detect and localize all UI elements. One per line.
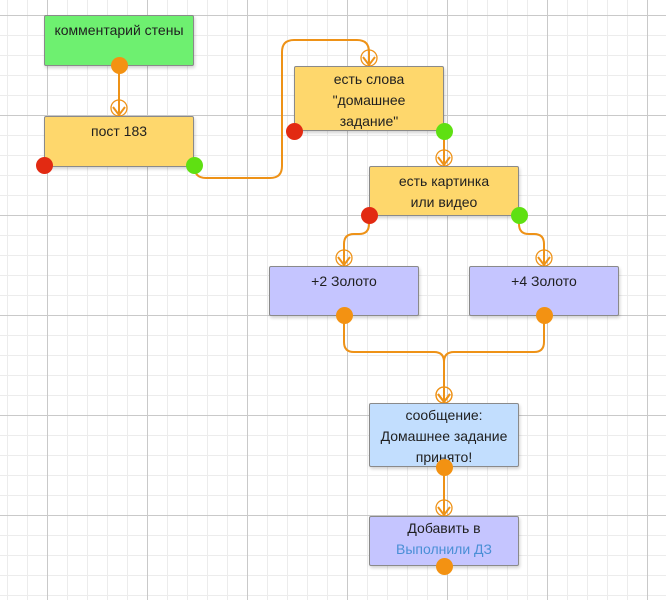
node-message-line2: Домашнее задание [380,428,508,444]
port-yes-has-picture[interactable] [510,206,528,224]
node-post-183[interactable]: пост 183 [44,116,194,167]
connector-gold2-to-message [343,315,445,400]
port-out-add-to[interactable] [435,557,453,575]
node-has-picture-line1: есть картинка [398,173,490,189]
arrowhead-icon [537,256,551,267]
arrowhead-icon [437,506,451,517]
port-out-gold-4[interactable] [535,306,553,324]
port-no-post-183[interactable] [35,156,53,174]
port-yes-post-183[interactable] [185,156,203,174]
node-has-picture[interactable]: есть картинка или видео [369,166,519,216]
connector-picture-no-to-gold2 [343,215,370,263]
node-gold-4-label: +4 Золото [511,273,577,289]
node-add-to-label: Добавить в [407,520,481,536]
arrowhead-icon [112,106,126,117]
connector-picture-yes-to-gold4 [518,215,545,263]
arrowhead-icon [362,56,376,67]
node-has-words-line3: задание" [339,113,399,129]
port-yes-has-words[interactable] [435,122,453,140]
node-gold-2-label: +2 Золото [311,273,377,289]
arrowhead-icon [337,256,351,267]
node-has-words-line1: есть слова [333,71,405,87]
node-has-words-line2: "домашнее [332,92,406,108]
node-has-picture-line2: или видео [410,194,478,210]
node-add-to-link[interactable]: Выполнили ДЗ [396,541,492,557]
node-has-words[interactable]: есть слова "домашнее задание" [294,66,444,131]
node-message-line3: принято! [415,449,473,465]
node-wall-comment-label: комментарий стены [54,22,184,38]
arrowhead-icon [437,393,451,404]
port-out-gold-2[interactable] [335,306,353,324]
node-message-line1: сообщение: [405,407,483,423]
node-message[interactable]: сообщение: Домашнее задание принято! [369,403,519,467]
connector-post-to-has-words [193,39,370,179]
arrowhead-icon [437,156,451,167]
port-out-wall-comment[interactable] [110,56,128,74]
port-no-has-words[interactable] [285,122,303,140]
node-post-183-label: пост 183 [90,123,148,139]
port-no-has-picture[interactable] [360,206,378,224]
connector-gold4-to-message [443,315,545,400]
port-out-message[interactable] [435,458,453,476]
